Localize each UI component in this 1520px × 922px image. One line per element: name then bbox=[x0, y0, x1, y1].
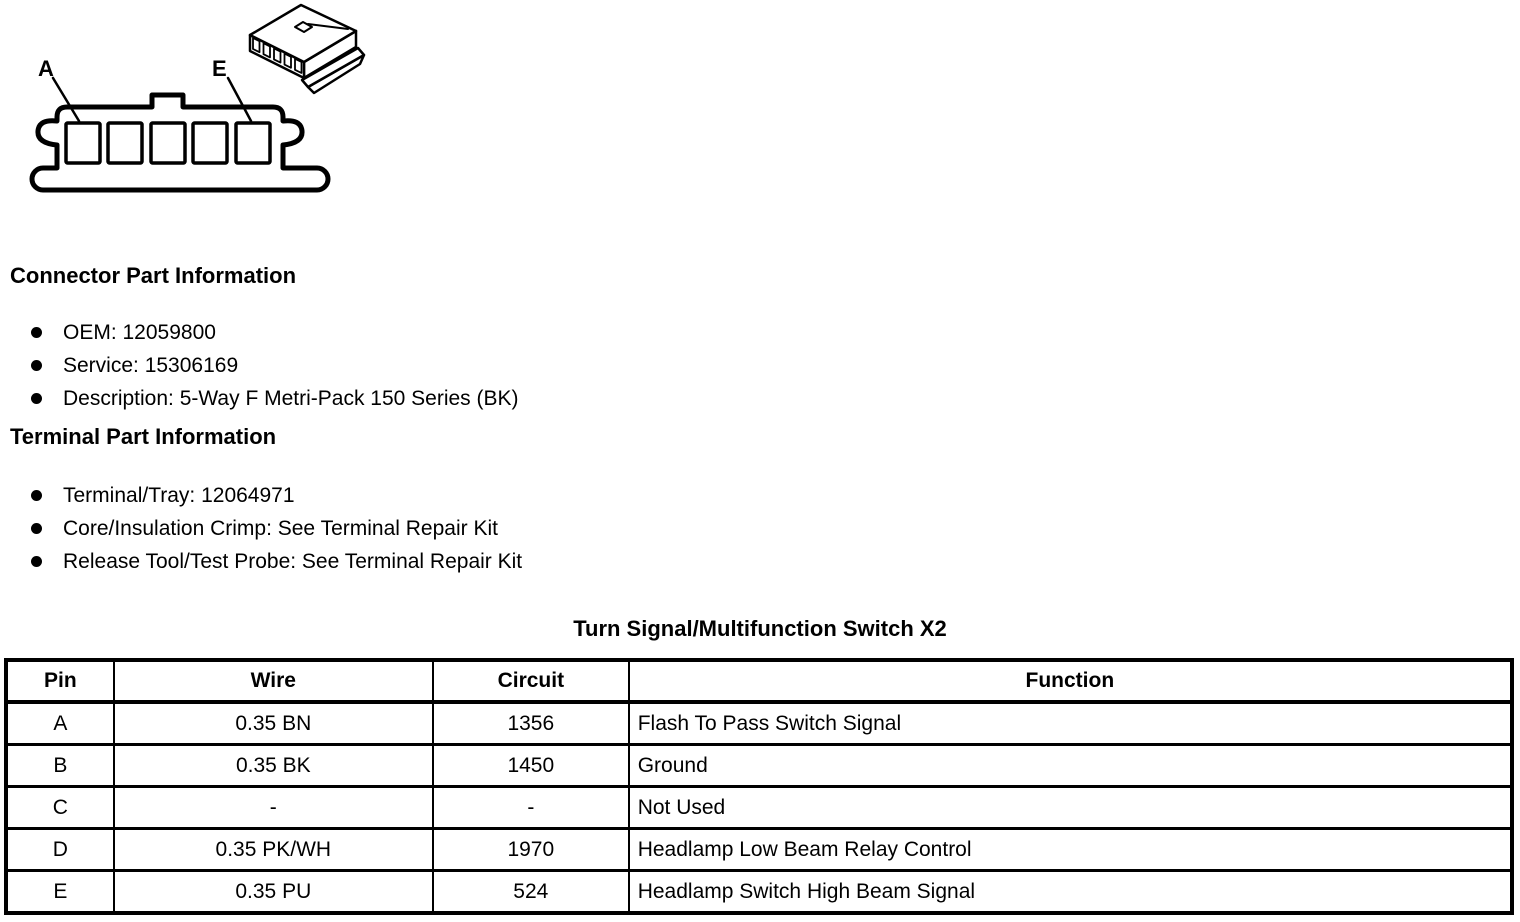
bullet-icon bbox=[31, 360, 42, 371]
circuit-cell: 1356 bbox=[431, 700, 629, 745]
iso-slot bbox=[273, 47, 282, 64]
circuit-cell: 524 bbox=[431, 869, 629, 913]
leader-line-a bbox=[51, 76, 81, 123]
pin-table-title: Turn Signal/Multifunction Switch X2 bbox=[573, 616, 947, 641]
connector-info-heading: Connector Part Information bbox=[10, 263, 297, 288]
iso-slot bbox=[283, 52, 292, 69]
table-header-row: Pin Wire Circuit Function bbox=[6, 660, 1512, 704]
pin-cell: B bbox=[6, 743, 114, 787]
pin-cell: D bbox=[6, 827, 114, 871]
pin-cell: A bbox=[6, 700, 114, 745]
table-row: D 0.35 PK/WH 1970 Headlamp Low Beam Rela… bbox=[6, 827, 1512, 871]
pin-cavity bbox=[64, 121, 102, 165]
table-row: C - - Not Used bbox=[6, 785, 1512, 829]
bullet-icon bbox=[31, 327, 42, 338]
leader-line-e bbox=[226, 76, 253, 123]
bullet-icon bbox=[31, 490, 42, 501]
wire-cell: 0.35 BK bbox=[112, 743, 433, 787]
circuit-cell: - bbox=[431, 785, 629, 829]
list-item-text: Service: 15306169 bbox=[63, 353, 239, 377]
list-item: OEM: 12059800 bbox=[31, 316, 519, 349]
connector-face-diagram: A E bbox=[29, 56, 331, 193]
wire-cell: 0.35 PK/WH bbox=[112, 827, 433, 871]
column-header-wire: Wire bbox=[112, 660, 433, 704]
iso-slot bbox=[252, 37, 261, 54]
list-item-text: Core/Insulation Crimp: See Terminal Repa… bbox=[63, 516, 498, 540]
bullet-icon bbox=[31, 393, 42, 404]
terminal-info-list: Terminal/Tray: 12064971 Core/Insulation … bbox=[31, 479, 522, 578]
bullet-icon bbox=[31, 523, 42, 534]
iso-latch-line bbox=[307, 23, 349, 30]
iso-seal-flange bbox=[300, 46, 366, 89]
table-row: E 0.35 PU 524 Headlamp Switch High Beam … bbox=[6, 869, 1512, 913]
terminal-info-heading: Terminal Part Information bbox=[10, 424, 277, 449]
connector-iso-diagram bbox=[248, 3, 366, 95]
iso-top-face bbox=[248, 3, 358, 64]
circuit-cell: 1970 bbox=[431, 827, 629, 871]
pin-table: Pin Wire Circuit Function A 0.35 BN 1356… bbox=[4, 658, 1514, 915]
table-row: B 0.35 BK 1450 Ground bbox=[6, 743, 1512, 787]
function-cell: Headlamp Low Beam Relay Control bbox=[627, 827, 1512, 871]
connector-info-list: OEM: 12059800 Service: 15306169 Descript… bbox=[31, 316, 519, 415]
pin-cell: E bbox=[6, 869, 114, 913]
list-item-text: Terminal/Tray: 12064971 bbox=[63, 483, 295, 507]
table-row: A 0.35 BN 1356 Flash To Pass Switch Sign… bbox=[6, 700, 1512, 745]
column-header-circuit: Circuit bbox=[431, 660, 629, 704]
function-cell: Ground bbox=[627, 743, 1512, 787]
column-header-function: Function bbox=[627, 660, 1512, 704]
column-header-pin: Pin bbox=[6, 660, 114, 704]
list-item: Description: 5-Way F Metri-Pack 150 Seri… bbox=[31, 382, 519, 415]
pin-cavity bbox=[106, 121, 144, 165]
list-item-text: OEM: 12059800 bbox=[63, 320, 216, 344]
list-item-text: Release Tool/Test Probe: See Terminal Re… bbox=[63, 549, 523, 573]
connector-diagram: A E bbox=[29, 3, 366, 193]
circuit-cell: 1450 bbox=[431, 743, 629, 787]
pin-e-label: E bbox=[212, 56, 227, 81]
pin-cavity bbox=[191, 121, 229, 165]
wire-cell: 0.35 PU bbox=[112, 869, 433, 913]
pin-cell: C bbox=[6, 785, 114, 829]
iso-slot bbox=[262, 42, 271, 59]
function-cell: Headlamp Switch High Beam Signal bbox=[627, 869, 1512, 913]
list-item: Core/Insulation Crimp: See Terminal Repa… bbox=[31, 512, 522, 545]
bullet-icon bbox=[31, 556, 42, 567]
iso-latch bbox=[294, 21, 313, 33]
pin-cavity bbox=[234, 121, 272, 165]
function-cell: Not Used bbox=[627, 785, 1512, 829]
list-item: Terminal/Tray: 12064971 bbox=[31, 479, 522, 512]
list-item-text: Description: 5-Way F Metri-Pack 150 Seri… bbox=[63, 386, 519, 410]
pin-cavity bbox=[149, 121, 187, 165]
wire-cell: 0.35 BN bbox=[112, 700, 433, 745]
pin-a-label: A bbox=[38, 56, 54, 81]
list-item: Service: 15306169 bbox=[31, 349, 519, 382]
iso-slot bbox=[294, 57, 303, 74]
wire-cell: - bbox=[112, 785, 433, 829]
function-cell: Flash To Pass Switch Signal bbox=[627, 700, 1512, 745]
list-item: Release Tool/Test Probe: See Terminal Re… bbox=[31, 545, 522, 578]
